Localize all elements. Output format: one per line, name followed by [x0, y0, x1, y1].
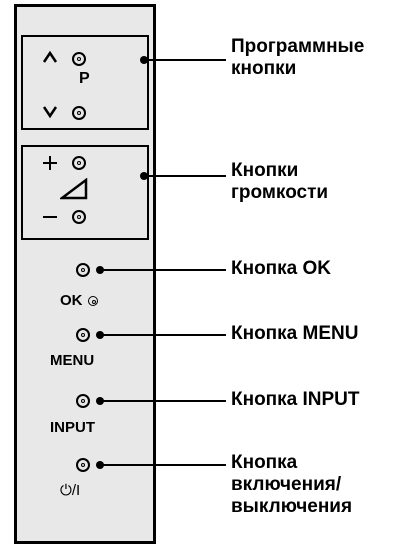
volume-pointer-dot — [140, 172, 148, 180]
menu-label-line-1: Кнопка MENU — [231, 323, 359, 344]
program-label-line-1: Программные — [231, 36, 365, 57]
chevron-up-icon — [42, 50, 58, 63]
volume-buttons-label: Кнопки громкости — [231, 160, 328, 204]
volume-label-line-1: Кнопки — [231, 160, 299, 181]
program-buttons-label: Программные кнопки — [231, 36, 364, 80]
menu-text: MENU — [50, 352, 95, 369]
input-pointer-line — [102, 400, 226, 402]
ok-pointer-dot — [96, 266, 104, 274]
input-button-label: Кнопка INPUT — [231, 389, 360, 411]
menu-button-label: Кнопка MENU — [231, 323, 358, 345]
power-label-line-1: Кнопка — [231, 452, 298, 473]
program-down-button[interactable] — [72, 106, 86, 120]
menu-pointer-line — [102, 334, 226, 336]
ok-button-label: Кнопка OK — [231, 258, 331, 280]
power-button-label: Кнопка включения/ выключения — [231, 452, 352, 518]
input-text: INPUT — [50, 419, 95, 436]
volume-up-button[interactable] — [72, 156, 86, 170]
menu-pointer-dot — [96, 331, 104, 339]
input-button[interactable] — [76, 394, 90, 408]
volume-label-line-2: громкости — [231, 182, 329, 203]
input-label-line-1: Кнопка INPUT — [231, 389, 360, 410]
ok-text: OK — [60, 292, 83, 309]
program-up-button[interactable] — [72, 52, 86, 66]
chevron-down-icon — [42, 106, 58, 119]
ok-label-line-1: Кнопка OK — [231, 258, 332, 279]
input-pointer-dot — [96, 397, 104, 405]
volume-down-button[interactable] — [72, 210, 86, 224]
program-label-line-2: кнопки — [231, 58, 297, 79]
program-letter: P — [79, 70, 90, 87]
power-button[interactable] — [76, 458, 90, 472]
ok-indicator-icon — [88, 296, 98, 306]
menu-button[interactable] — [76, 328, 90, 342]
program-pointer-line — [146, 59, 226, 61]
volume-pointer-line — [146, 175, 226, 177]
ok-button[interactable] — [76, 263, 90, 277]
power-label-line-2: включения/ — [231, 474, 342, 495]
power-symbol: ⏻/I — [60, 482, 81, 499]
program-pointer-dot — [140, 56, 148, 64]
plus-icon — [43, 156, 57, 170]
volume-icon — [60, 178, 88, 200]
power-pointer-line — [102, 464, 226, 466]
minus-icon — [43, 216, 57, 218]
power-pointer-dot — [96, 461, 104, 469]
power-label-line-3: выключения — [231, 496, 353, 517]
ok-pointer-line — [102, 269, 226, 271]
